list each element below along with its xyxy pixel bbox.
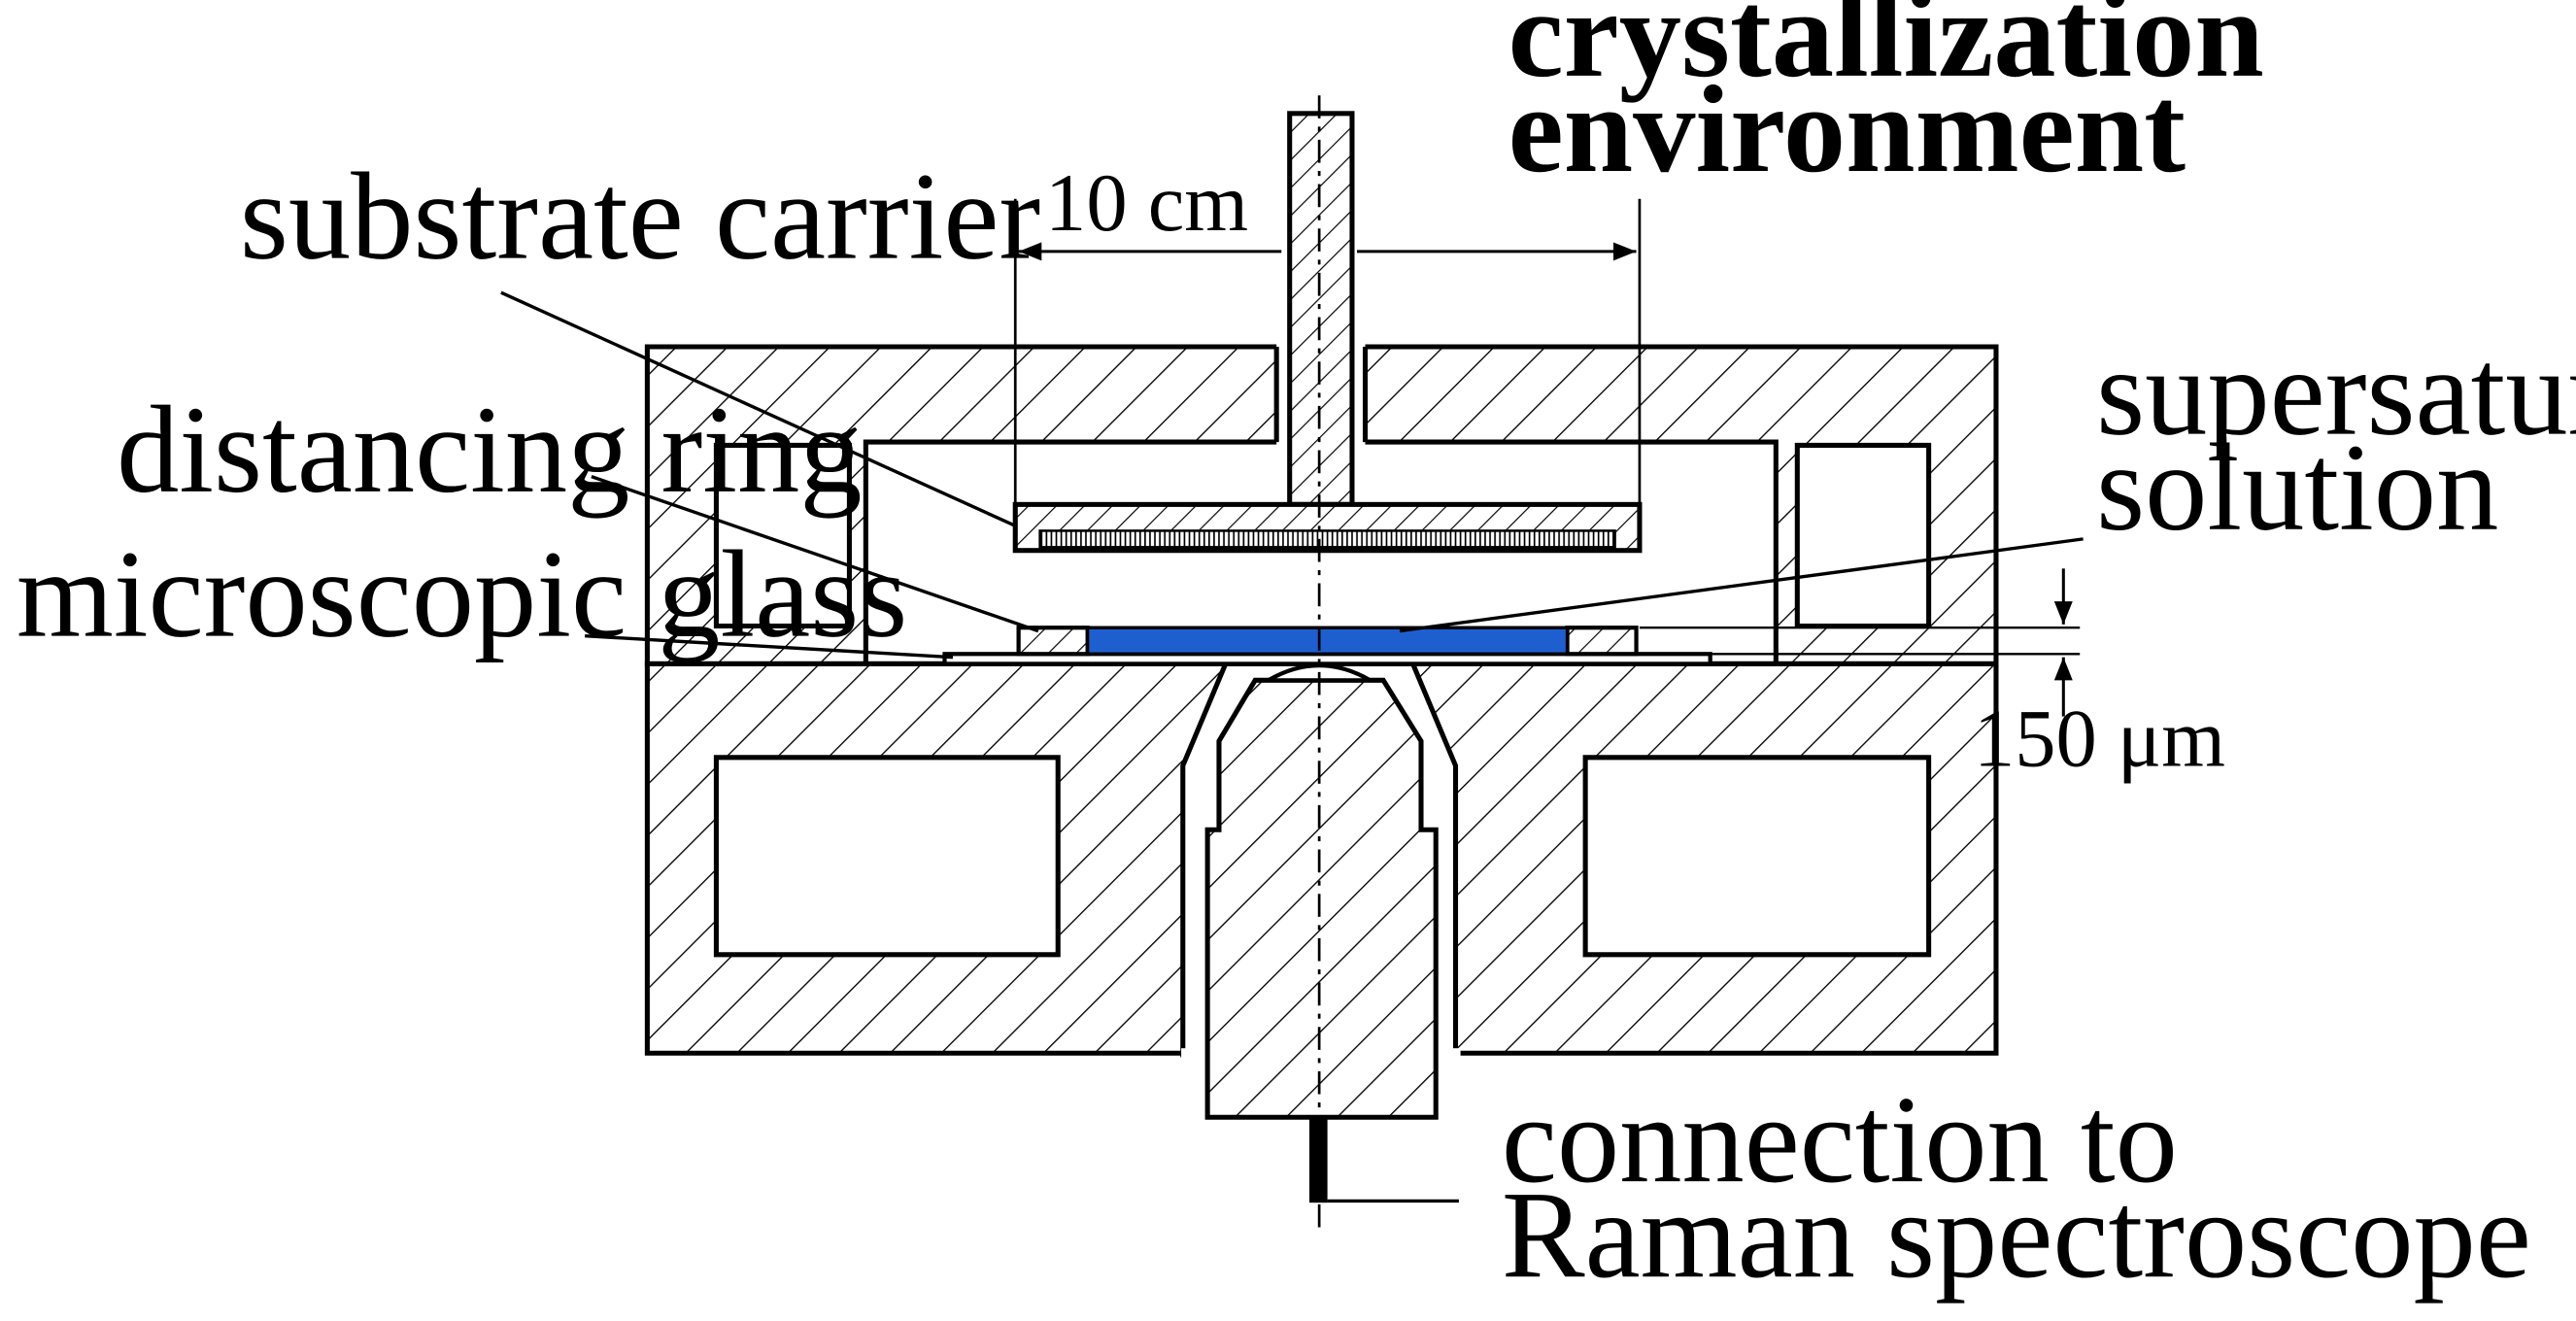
microscope-objective <box>1204 663 1439 1203</box>
label-crystallization-line2: environment <box>1508 59 2186 198</box>
width-dimension: 10 cm <box>1013 158 1642 505</box>
fiber-connector <box>1308 1117 1328 1203</box>
leader-supersaturated-solution <box>1399 537 2084 633</box>
leader-substrate-carrier <box>500 290 1016 527</box>
label-connection-line1: connection to <box>1502 1069 2178 1208</box>
label-crystallization: crystallization environment <box>1508 0 2295 198</box>
objective-body <box>1204 677 1439 1120</box>
substrate-carrier <box>1012 501 1643 554</box>
label-substrate-carrier: substrate carrier <box>240 147 1040 286</box>
leader-lines <box>500 290 2084 1203</box>
label-connection: connection to Raman spectroscope <box>1502 1069 2531 1304</box>
gap-dimension-label: 150 μm <box>1974 694 2225 784</box>
sample-stack <box>942 626 1712 666</box>
leader-distancing-ring <box>591 475 1039 633</box>
label-supersaturated-line2: solution <box>2096 418 2498 557</box>
label-supersaturated: supersaturated solution <box>2096 322 2576 557</box>
distancing-ring-left <box>1016 626 1090 657</box>
supersaturated-solution <box>1085 626 1570 656</box>
gap-dimension: 150 μm <box>1639 568 2225 784</box>
label-microscopic-glass: microscopic glass <box>17 525 907 663</box>
label-connection-line2: Raman spectroscope <box>1502 1165 2531 1304</box>
width-dimension-label: 10 cm <box>1045 158 1248 249</box>
label-distancing-ring: distancing ring <box>117 380 863 519</box>
substrate <box>1038 529 1616 549</box>
leader-microscopic-glass <box>585 633 954 660</box>
distancing-ring-right <box>1565 626 1639 657</box>
label-supersaturated-line1: supersaturated <box>2096 322 2576 461</box>
label-crystallization-line1: crystallization <box>1508 0 2264 103</box>
carrier-rod <box>1287 111 1355 507</box>
